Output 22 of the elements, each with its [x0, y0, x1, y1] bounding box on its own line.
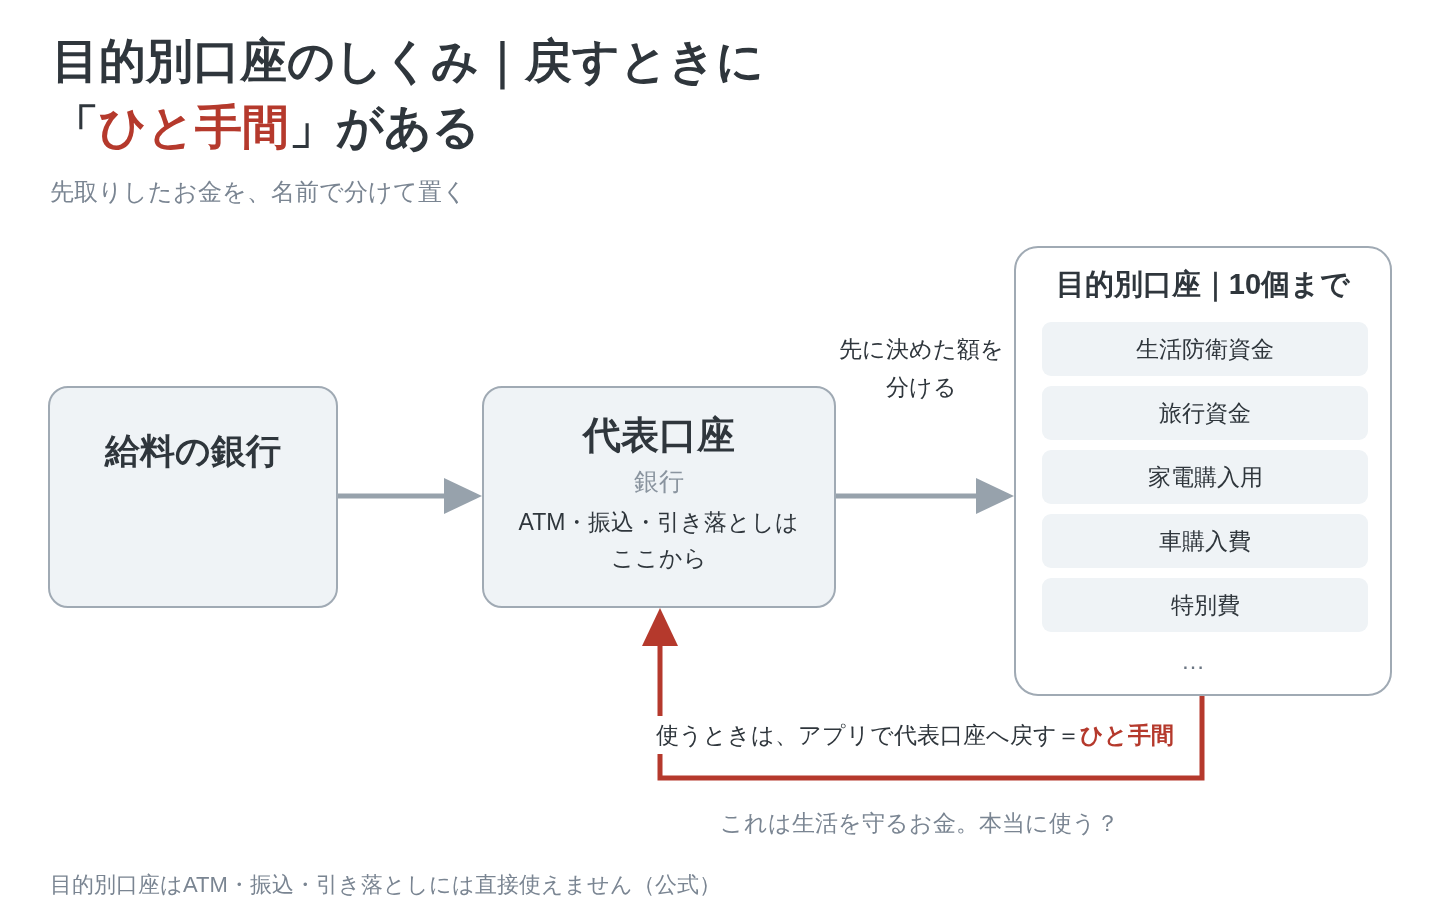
process-box [48, 386, 338, 608]
ellipsis-text: … [1181, 646, 1205, 676]
account-name: 旅行資金 [1159, 399, 1251, 428]
process-box [482, 386, 836, 608]
box-description: ATM・振込・引き落としはここから [517, 508, 801, 573]
edge-label: 先に決めた額を分ける [837, 335, 1005, 402]
account-name: 車購入費 [1159, 527, 1251, 556]
panel-title: 目的別口座｜10個まで [1055, 267, 1351, 304]
account-name: 家電購入用 [1147, 463, 1263, 492]
account-group-panel [1014, 246, 1392, 696]
account-name: 生活防衛資金 [1136, 335, 1274, 364]
return-arrow [642, 608, 1205, 781]
box-subtitle: 銀行 [634, 466, 684, 497]
arrow [338, 478, 482, 514]
box-title: 給料の銀行 [105, 430, 281, 472]
account-name: 特別費 [1170, 591, 1240, 620]
box-title: 代表口座 [583, 413, 735, 458]
diagram-title: 目的別口座のしくみ｜戻すときに「ひと手間」がある [52, 33, 765, 155]
note-text: これは生活を守るお金。本当に使う？ [720, 809, 1119, 838]
subtitle: 先取りしたお金を、名前で分けて置く [50, 177, 467, 207]
arrow [836, 478, 1014, 514]
footnote: 目的別口座はATM・振込・引き落としには直接使えません（公式） [50, 871, 721, 899]
